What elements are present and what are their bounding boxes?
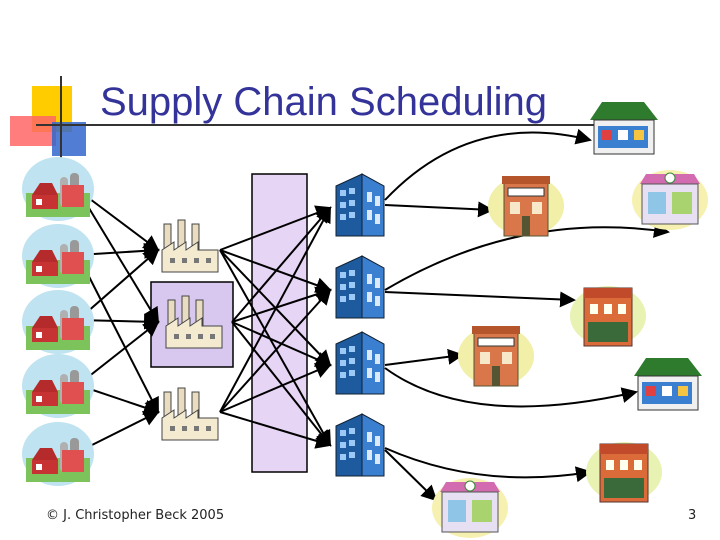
footer-copyright: © J. Christopher Beck 2005 bbox=[46, 508, 225, 523]
page-number: 3 bbox=[688, 508, 697, 523]
farm-2 bbox=[22, 224, 94, 288]
factory-3 bbox=[161, 387, 219, 441]
farm-1 bbox=[22, 157, 94, 221]
store-3 bbox=[487, 175, 565, 237]
distribution-center-3 bbox=[335, 331, 385, 395]
store-6 bbox=[633, 357, 703, 411]
store-4 bbox=[569, 285, 647, 347]
corner-vertical-line bbox=[60, 76, 62, 166]
corner-red-block bbox=[10, 116, 56, 146]
factory-1 bbox=[161, 219, 219, 273]
distribution-center-2 bbox=[335, 255, 385, 319]
store-5 bbox=[457, 325, 535, 387]
farm-3 bbox=[22, 290, 94, 354]
store-1 bbox=[589, 101, 659, 155]
distribution-center-1 bbox=[335, 173, 385, 237]
store-7 bbox=[585, 441, 663, 503]
corner-horizontal-line bbox=[36, 124, 596, 126]
store-8 bbox=[431, 477, 509, 539]
store-2 bbox=[631, 169, 709, 231]
slide-title: Supply Chain Scheduling bbox=[100, 80, 547, 124]
factory-to-dc-arrows bbox=[219, 205, 332, 449]
farm-4 bbox=[22, 354, 94, 418]
farm-5 bbox=[22, 422, 94, 486]
corner-blue-block bbox=[52, 122, 86, 156]
distribution-center-4 bbox=[335, 413, 385, 477]
corner-decoration bbox=[0, 0, 596, 170]
